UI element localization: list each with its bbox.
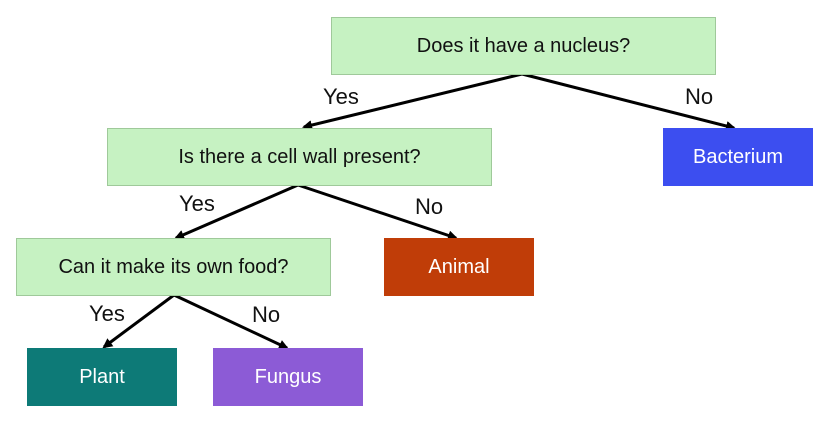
arrow-q1-yes	[302, 72, 523, 130]
branch-label-q2-no: No	[415, 194, 444, 219]
question-node-nucleus: Does it have a nucleus?	[331, 17, 716, 75]
arrow-q1-no	[521, 72, 736, 131]
answer-node-fungus: Fungus	[213, 348, 363, 406]
question-node-cell-wall: Is there a cell wall present?	[107, 128, 492, 186]
branch-label-q1-yes: Yes	[323, 84, 359, 109]
branch-label-q2-yes: Yes	[179, 191, 215, 216]
answer-node-bacterium: Bacterium	[663, 128, 813, 186]
arrow-q2-yes	[174, 183, 299, 240]
arrow-q2-no	[297, 183, 458, 241]
branch-label-q3-no: No	[252, 302, 281, 327]
arrow-q3-no	[173, 293, 289, 350]
arrow-q3-yes	[102, 293, 175, 349]
answer-node-plant: Plant	[27, 348, 177, 406]
question-node-own-food: Can it make its own food?	[16, 238, 331, 296]
answer-node-animal: Animal	[384, 238, 534, 296]
branch-label-q3-yes: Yes	[89, 301, 125, 326]
branch-label-q1-no: No	[685, 84, 714, 109]
